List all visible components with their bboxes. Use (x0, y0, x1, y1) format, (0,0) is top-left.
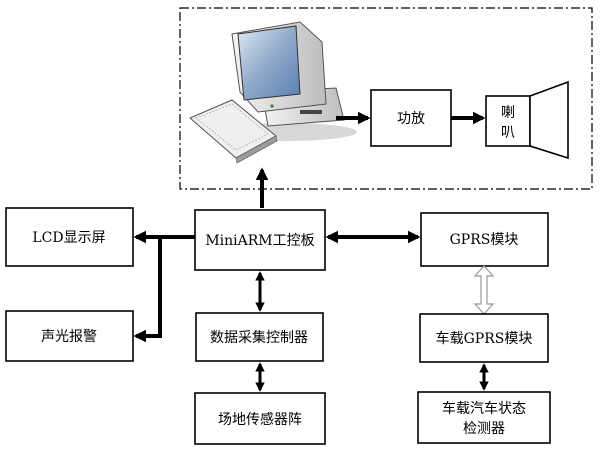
vehicle-status-detector-label-line2: 检测器 (463, 421, 505, 437)
vehicle-status-detector-box (417, 391, 551, 444)
miniarm-board-label: MiniARM工控板 (205, 233, 314, 249)
sound-light-alarm-box (5, 310, 134, 362)
wireless-link-arrow (473, 265, 495, 315)
desktop-computer-icon (189, 21, 357, 164)
vehicle-gprs-module-box (419, 313, 549, 363)
data-acquisition-controller-box (195, 312, 324, 362)
gprs-module-box (420, 212, 549, 267)
gprs-module-label: GPRS模块 (450, 232, 519, 248)
data-acquisition-controller-label: 数据采集控制器 (210, 329, 308, 346)
pc-group-boundary (179, 7, 593, 190)
vehicle-gprs-module-label: 车载GPRS模块 (436, 330, 533, 347)
field-sensor-array-label: 场地传感器阵 (218, 411, 302, 428)
speaker-label-line2: 叭 (501, 125, 515, 141)
speaker-label-line1: 喇 (501, 105, 515, 121)
speaker-horn-icon: 喇 叭 (485, 80, 569, 160)
sound-light-alarm-label: 声光报警 (41, 329, 97, 345)
lcd-display-box (5, 207, 134, 267)
speaker-box (485, 95, 531, 147)
miniarm-board-box (194, 209, 326, 271)
lcd-display-label: LCD显示屏 (32, 230, 105, 246)
amplifier-label: 功放 (397, 111, 425, 127)
vehicle-status-detector-label-line1: 车载汽车状态 (442, 400, 526, 417)
field-sensor-array-box (194, 392, 326, 445)
arrow-miniarm-to-alarm (133, 237, 162, 343)
